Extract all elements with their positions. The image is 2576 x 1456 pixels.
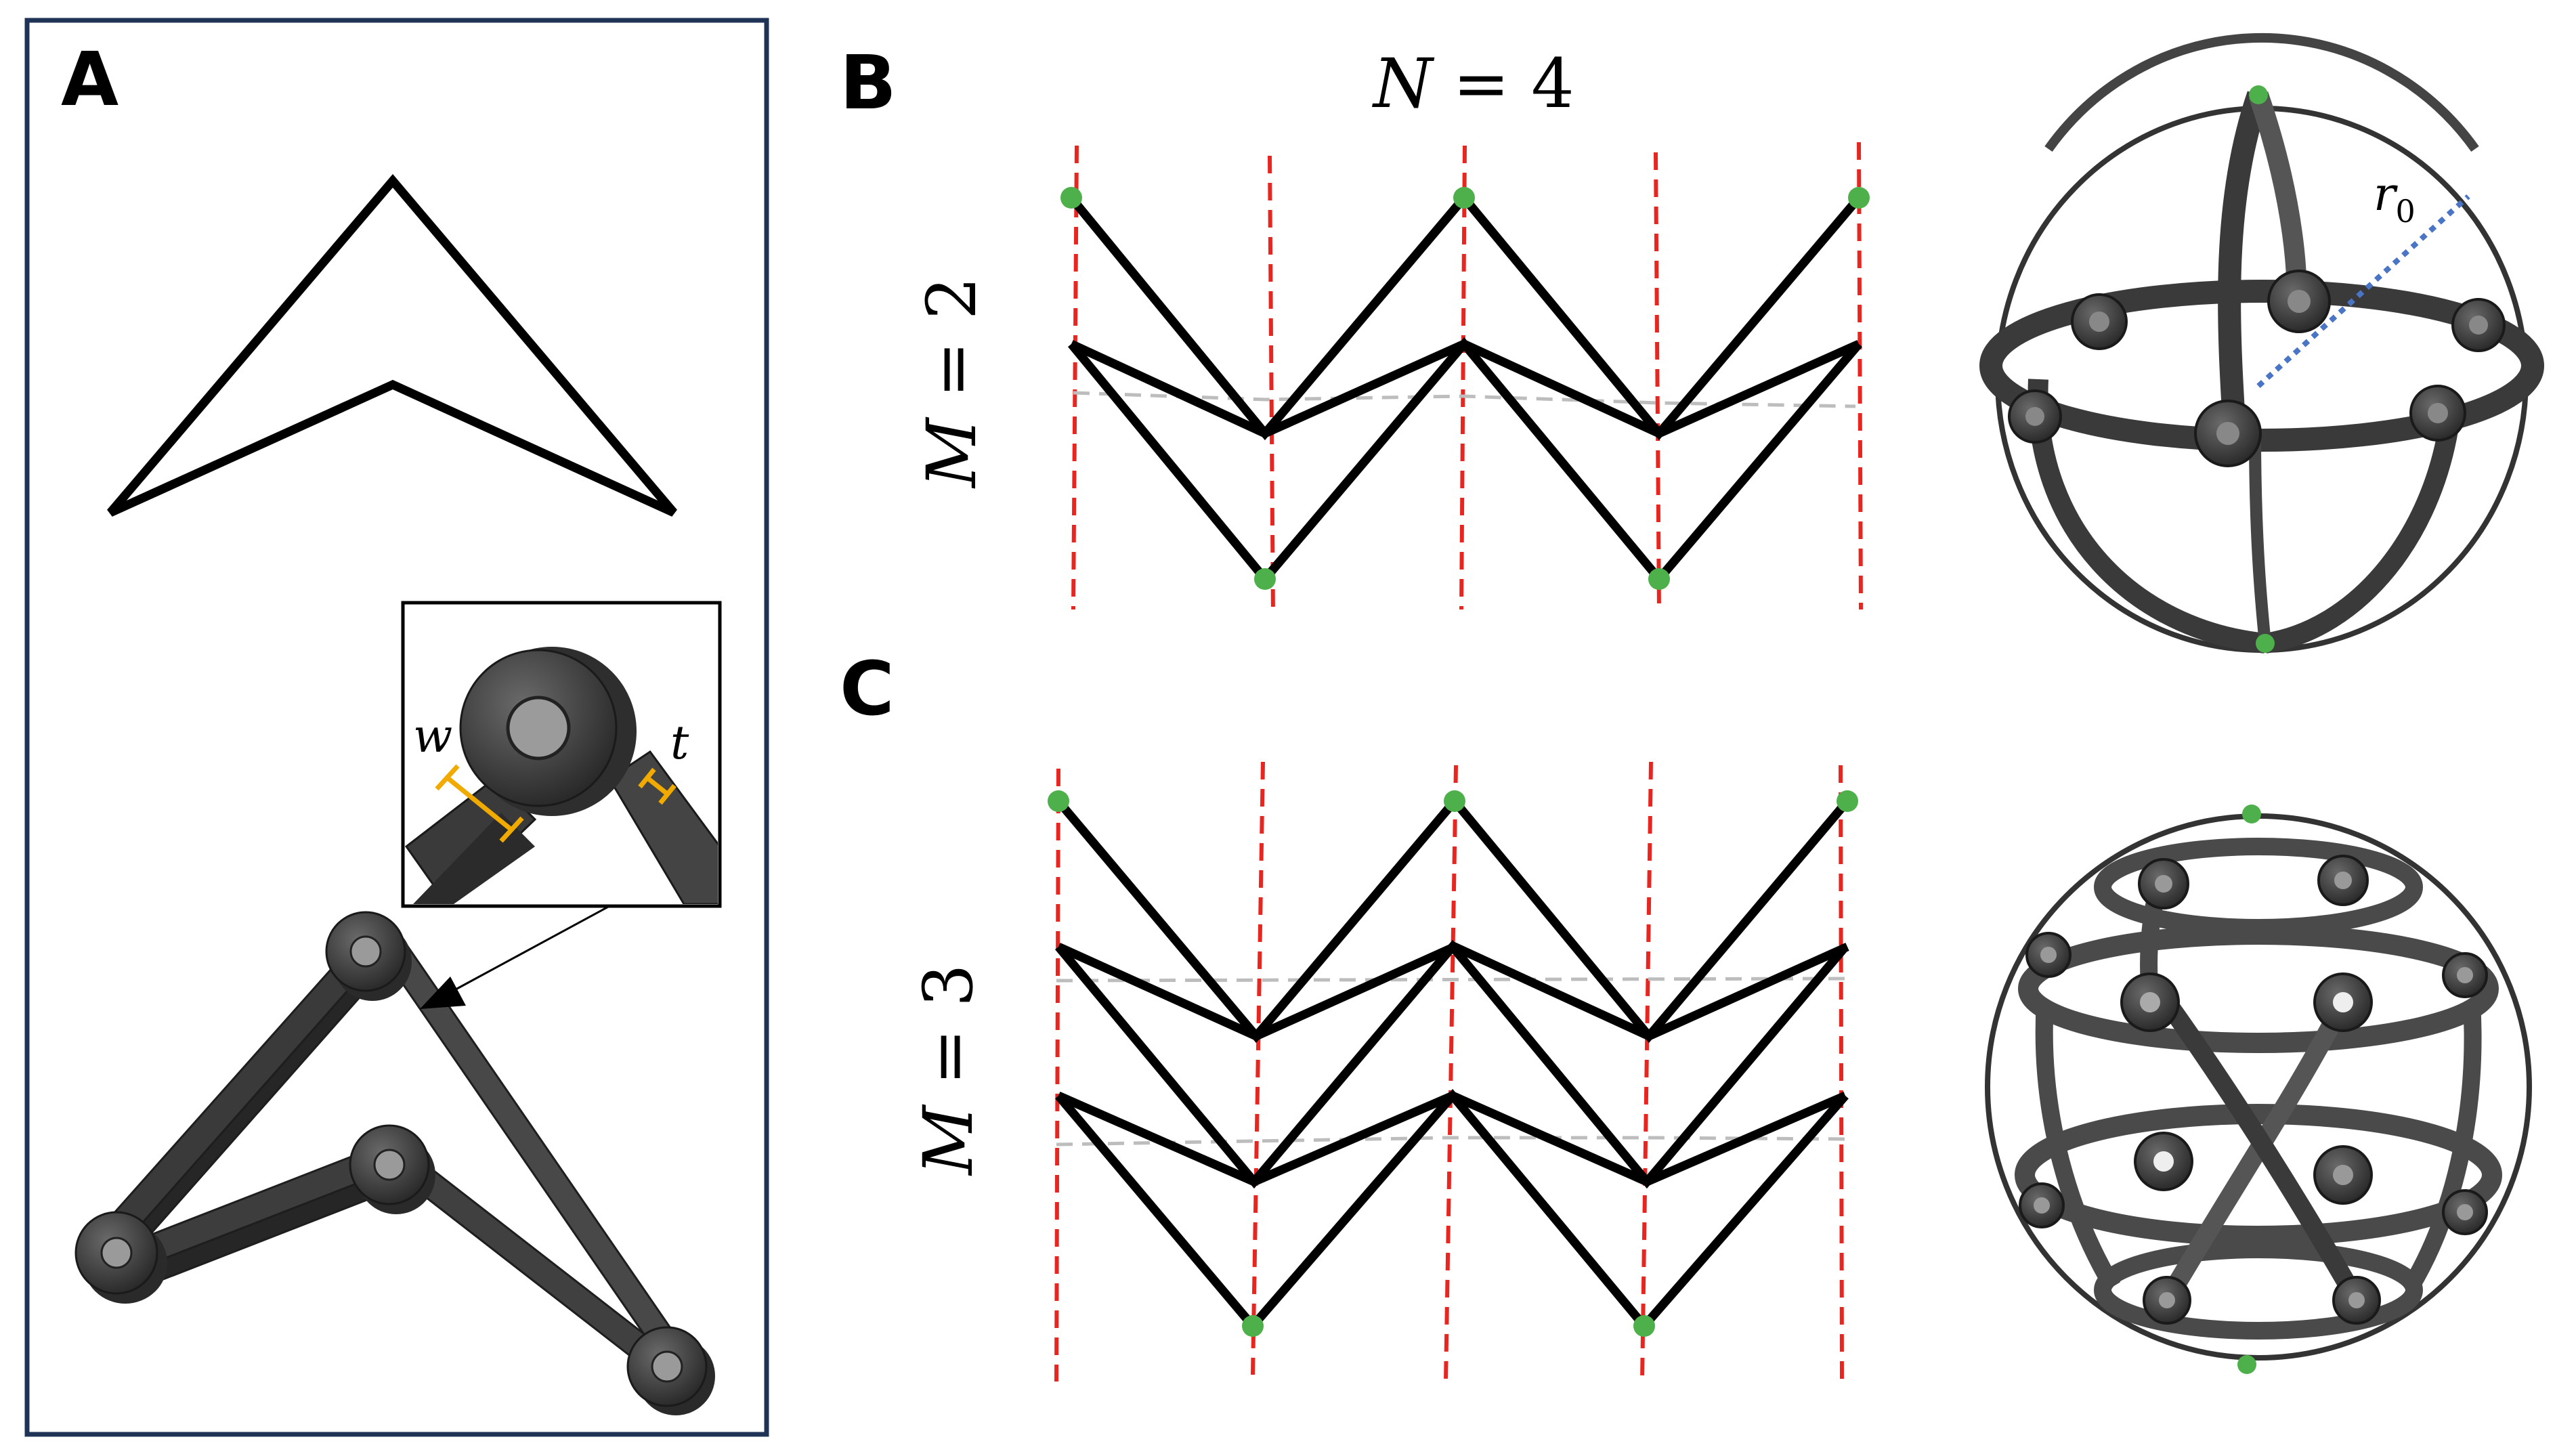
- sphere-hub: [2313, 1145, 2373, 1205]
- zigzag-m3: [1055, 794, 1851, 1333]
- sphere-hub: [2313, 972, 2373, 1032]
- callout-arrow: [420, 905, 610, 1009]
- sphere-hub: [2267, 270, 2331, 333]
- linkage-hub: [74, 1211, 167, 1304]
- guide-line: [1056, 1136, 1849, 1147]
- inset-thickness-label: t: [670, 716, 689, 770]
- panel-c-letter: C: [840, 645, 895, 732]
- linkage-hub: [349, 1124, 435, 1214]
- sphere-hub: [2134, 1132, 2193, 1191]
- guide-line: [1056, 977, 1849, 983]
- radius-label: r0: [2374, 168, 2416, 230]
- sphere-hub: [2451, 298, 2506, 352]
- m2-equation: M= 2: [912, 276, 991, 489]
- panel-c: C M= 3: [840, 645, 2532, 1382]
- ring-sphere-3d-m3: [1985, 805, 2532, 1374]
- ring-sphere-3d-m2: r0: [1979, 33, 2544, 654]
- sphere-hub: [2194, 400, 2262, 467]
- panel-b: B N= 4 M= 2: [840, 33, 2544, 654]
- m3-equation: M= 3: [909, 964, 988, 1176]
- pole-node: [2237, 1355, 2256, 1374]
- thickness-dimension-marker: [638, 767, 677, 805]
- pole-node: [2242, 805, 2261, 823]
- hinge-detail-inset: w t: [401, 601, 722, 908]
- sphere-hub: [2025, 932, 2071, 978]
- sphere-hub: [2008, 389, 2062, 444]
- nodes-m3: [1048, 790, 1858, 1337]
- sphere-hub: [2143, 1276, 2191, 1325]
- pole-node: [2249, 85, 2268, 104]
- panel-a: A: [24, 18, 769, 1437]
- pattern-m3: [1048, 761, 1858, 1382]
- pole-node: [2256, 634, 2275, 653]
- sphere-hub: [2138, 858, 2189, 909]
- linkage-hub: [626, 1326, 715, 1415]
- fold-lines-m3: [1054, 761, 1844, 1382]
- linkage-hub: [325, 911, 412, 1001]
- n-equation: N= 4: [1372, 44, 1574, 123]
- sphere-hub: [2332, 1276, 2381, 1325]
- sphere-hub: [2120, 972, 2180, 1032]
- inset-width-label: w: [413, 710, 452, 763]
- sphere-hub: [2317, 855, 2369, 906]
- panel-b-letter: B: [840, 39, 897, 126]
- pattern-m2: [1060, 142, 1870, 617]
- width-dimension-marker: [435, 764, 524, 843]
- sphere-hub: [2071, 293, 2128, 350]
- nodes-m2: [1060, 187, 1870, 590]
- panel-a-letter: A: [61, 36, 119, 123]
- sphere-hub: [2019, 1182, 2065, 1228]
- sphere-hub: [2442, 1189, 2488, 1235]
- panel-a-frame: [24, 18, 769, 1437]
- sphere-hub: [2409, 385, 2466, 442]
- fold-lines-m2: [1071, 142, 1863, 617]
- sphere-hub: [2442, 952, 2488, 998]
- radius-line: [2256, 194, 2470, 388]
- hinge-linkage-3d: [74, 911, 715, 1415]
- chevron-shape: [107, 173, 677, 517]
